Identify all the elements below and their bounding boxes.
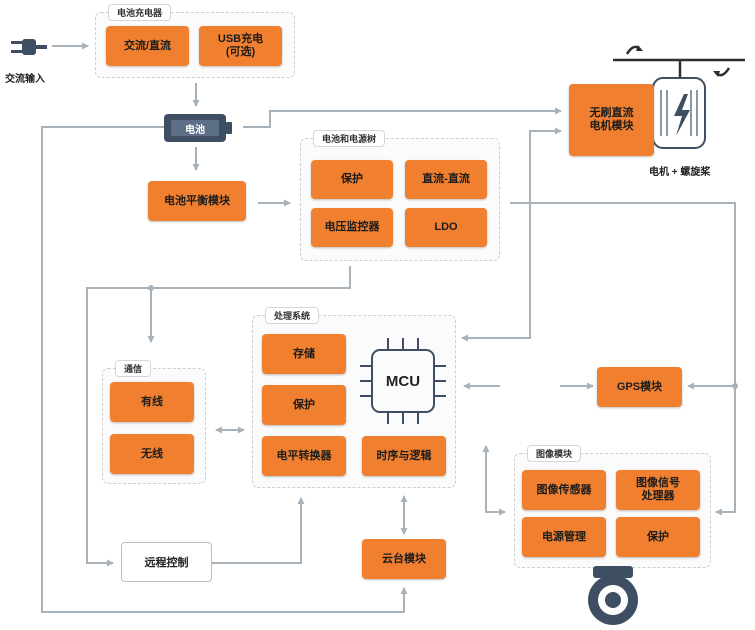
image-protect-box[interactable]: 保护 <box>616 517 700 557</box>
plug-icon <box>11 39 47 55</box>
comm-group-title: 通信 <box>115 360 152 377</box>
arrow-processing-to-image <box>485 452 506 516</box>
battery-label: 电池 <box>185 124 205 136</box>
usb-charging-line2: (可选) <box>225 46 256 58</box>
mcu-label: MCU <box>385 372 421 390</box>
isp-line1: 图像信号 <box>636 477 680 489</box>
motor-propeller-icon <box>613 45 745 149</box>
ac-input-label: 交流输入 <box>5 74 45 85</box>
image-sensor-box[interactable]: 图像传感器 <box>522 470 606 510</box>
bldc-motor-line1: 无刷直流 <box>589 107 634 119</box>
battery-balance-box[interactable]: 电池平衡模块 <box>148 181 246 221</box>
chip-icon <box>360 338 446 424</box>
junction-dot <box>732 383 738 389</box>
storage-box[interactable]: 存储 <box>262 334 346 374</box>
remote-control-box[interactable]: 远程控制 <box>121 542 212 582</box>
isp-line2: 处理器 <box>641 490 675 502</box>
power-tree-group-title: 电池和电源树 <box>313 130 386 147</box>
usb-charging-box[interactable]: USB充电 (可选) <box>199 26 282 66</box>
arrow-battery-to-motor <box>243 107 562 128</box>
camera-icon <box>588 566 638 625</box>
line-dcdc-to-right-bus <box>510 202 736 516</box>
wireless-box[interactable]: 无线 <box>110 434 194 474</box>
dcdc-box[interactable]: 直流-直流 <box>405 160 487 199</box>
motor-caption: 电机 + 螺旋桨 <box>649 167 711 178</box>
gimbal-box[interactable]: 云台模块 <box>362 539 446 579</box>
battery-icon <box>164 114 232 142</box>
image-group-title: 图像模块 <box>527 445 582 462</box>
line-powertree-to-comm <box>86 266 351 567</box>
voltage-monitor-box[interactable]: 电压监控器 <box>311 208 393 247</box>
bldc-motor-line2: 电机模块 <box>589 120 634 132</box>
charger-group-title: 电池充电器 <box>108 4 172 21</box>
isp-box[interactable]: 图像信号 处理器 <box>616 470 700 510</box>
arrow-remote-to-processing <box>212 497 305 564</box>
gps-box[interactable]: GPS模块 <box>597 367 682 407</box>
timing-logic-box[interactable]: 时序与逻辑 <box>362 436 446 476</box>
junction-dot <box>148 285 154 291</box>
ac-dc-box[interactable]: 交流/直流 <box>106 26 189 66</box>
processing-group-title: 处理系统 <box>265 307 320 324</box>
bldc-motor-box[interactable]: 无刷直流 电机模块 <box>569 84 654 156</box>
level-shifter-box[interactable]: 电平转换器 <box>262 436 346 476</box>
line-battery-to-gimbal <box>41 126 408 613</box>
processing-protect-box[interactable]: 保护 <box>262 385 346 425</box>
usb-charging-line1: USB充电 <box>217 33 264 45</box>
wired-box[interactable]: 有线 <box>110 382 194 422</box>
ldo-box[interactable]: LDO <box>405 208 487 247</box>
power-protect-box[interactable]: 保护 <box>311 160 393 199</box>
line-dcdc-to-motor <box>510 127 562 204</box>
line-dcdc-to-processing <box>461 203 531 342</box>
power-mgmt-box[interactable]: 电源管理 <box>522 517 606 557</box>
